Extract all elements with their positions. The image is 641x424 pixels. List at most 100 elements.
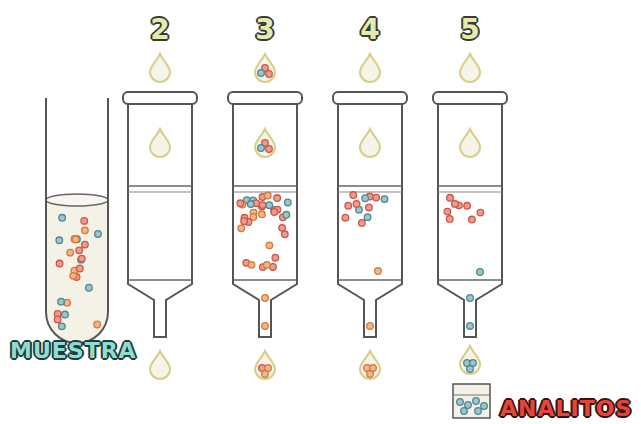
particle	[259, 202, 266, 209]
particle	[72, 236, 79, 243]
particle	[464, 203, 471, 210]
bed-top	[338, 185, 402, 187]
particle	[266, 146, 273, 153]
particle	[477, 269, 484, 276]
particle	[467, 295, 474, 302]
particle	[279, 225, 286, 232]
particle	[282, 231, 289, 238]
particle	[266, 242, 273, 249]
particle	[362, 195, 369, 202]
cartridge-flange	[433, 92, 507, 104]
particle	[95, 231, 102, 238]
analytes-label: ANALITOS	[500, 398, 632, 420]
cartridge-flange	[333, 92, 407, 104]
particle	[271, 209, 278, 216]
droplet	[255, 351, 275, 379]
droplets	[150, 54, 480, 379]
particle	[366, 204, 373, 211]
droplet	[460, 346, 480, 374]
droplet	[150, 351, 170, 379]
particle	[82, 241, 89, 248]
particle	[342, 214, 349, 221]
cartridge-body	[128, 104, 192, 337]
droplet	[150, 129, 170, 157]
cartridge-flange	[228, 92, 302, 104]
bottom-frit	[128, 279, 192, 281]
droplet	[255, 54, 275, 82]
droplet	[150, 54, 170, 82]
particle	[473, 398, 480, 405]
particle	[283, 211, 290, 218]
particle	[345, 202, 352, 209]
particle	[264, 192, 271, 199]
bed-frit	[128, 191, 192, 192]
particle	[259, 211, 266, 218]
particle	[461, 408, 468, 415]
particle	[446, 216, 453, 223]
particle	[266, 71, 273, 78]
particle	[353, 201, 360, 208]
particle	[76, 247, 83, 254]
particle	[258, 145, 265, 152]
particle	[81, 218, 88, 225]
cartridge-body	[233, 104, 297, 337]
particle	[78, 255, 85, 262]
particle	[76, 265, 83, 272]
particle	[237, 200, 244, 207]
particle	[56, 237, 63, 244]
particle	[452, 201, 459, 208]
particle	[59, 215, 66, 222]
particle	[94, 321, 101, 328]
bottom-frit	[233, 279, 297, 281]
droplet	[255, 129, 275, 157]
particle	[475, 408, 482, 415]
spe-cartridges	[123, 92, 507, 337]
particle	[262, 295, 269, 302]
bed-top	[128, 185, 192, 187]
bottom-frit	[438, 279, 502, 281]
bed-frit	[233, 191, 297, 192]
bottom-frit	[338, 279, 402, 281]
particle	[70, 273, 77, 280]
particle	[248, 262, 255, 269]
particle	[59, 323, 66, 330]
particle	[364, 214, 371, 221]
step-number: 4	[360, 16, 379, 44]
particle	[56, 260, 63, 267]
step-number: 2	[150, 16, 169, 44]
particle	[247, 201, 254, 208]
bed-top	[233, 185, 297, 187]
particle	[54, 316, 61, 323]
bed-frit	[438, 191, 502, 192]
sample-label: MUESTRA	[10, 340, 137, 362]
particle	[375, 268, 382, 275]
particle	[284, 199, 291, 206]
particle	[444, 208, 451, 215]
particle	[367, 371, 374, 378]
particle	[381, 196, 388, 203]
step-number: 5	[460, 16, 479, 44]
particle	[67, 249, 74, 256]
droplet	[360, 351, 380, 379]
particle	[262, 371, 269, 378]
particle	[264, 262, 271, 269]
sample-tube	[46, 98, 108, 343]
particle	[238, 225, 245, 232]
particle	[457, 399, 464, 406]
particle	[359, 220, 366, 227]
droplet	[360, 54, 380, 82]
particle	[241, 218, 248, 225]
droplet	[360, 129, 380, 157]
particle	[447, 194, 454, 201]
particle	[367, 323, 374, 330]
particle	[350, 192, 357, 199]
particle	[82, 227, 89, 234]
droplet	[460, 129, 480, 157]
particle	[469, 216, 476, 223]
particle	[467, 323, 474, 330]
bed-top	[438, 185, 502, 187]
particle	[481, 403, 488, 410]
particle	[262, 323, 269, 330]
particle	[86, 284, 93, 291]
particle	[274, 195, 281, 202]
